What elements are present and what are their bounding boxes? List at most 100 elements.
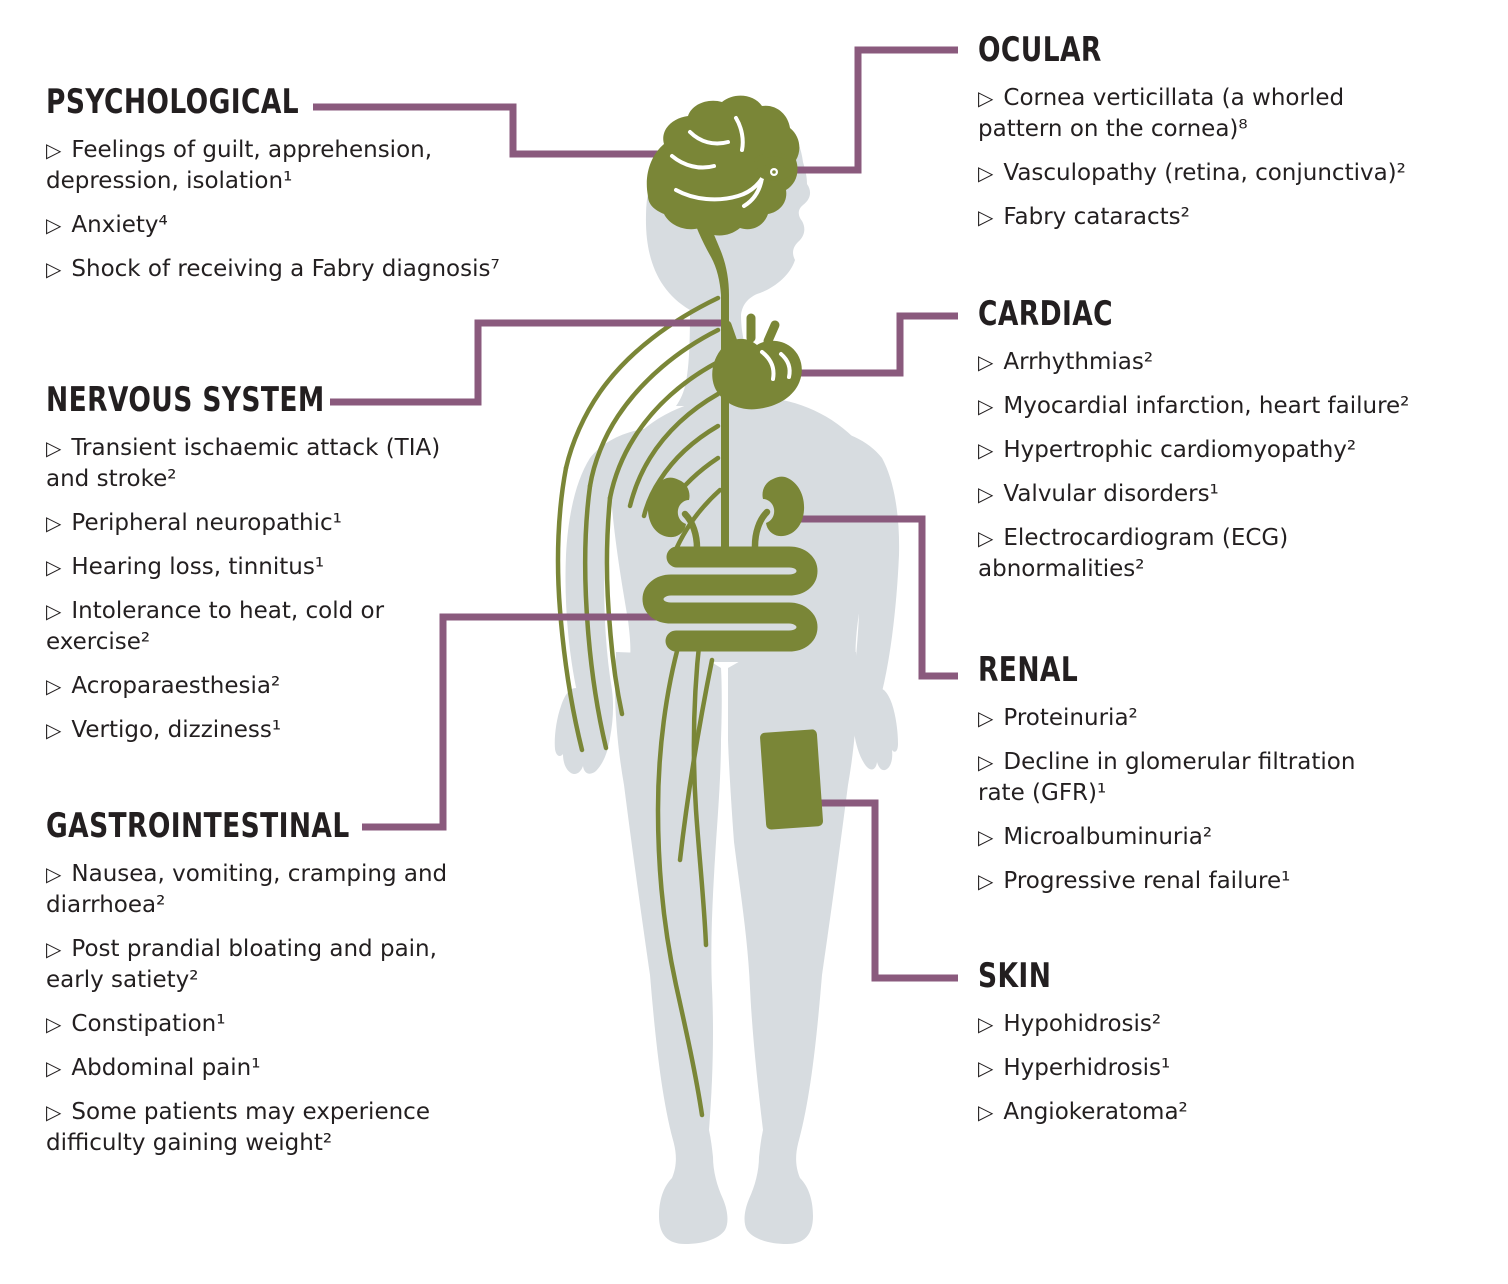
triangle-bullet-icon: ▷ [978, 86, 994, 110]
section-nervous-system: NERVOUS SYSTEM ▷Transient ischaemic atta… [46, 380, 546, 759]
right-hand-silhouette [850, 688, 898, 771]
item-text: Peripheral neuropathic¹ [71, 510, 342, 536]
triangle-bullet-icon: ▷ [978, 869, 994, 893]
renal-title: RENAL [978, 650, 1079, 690]
triangle-bullet-icon: ▷ [46, 138, 62, 162]
list-item: ▷Hypertrophic cardiomyopathy² [978, 435, 1478, 466]
list-item: ▷ Progressive renal failure¹ [978, 866, 1478, 897]
triangle-bullet-icon: ▷ [978, 1012, 994, 1036]
triangle-bullet-icon: ▷ [978, 350, 994, 374]
list-item: ▷Vertigo, dizziness¹ [46, 715, 546, 746]
item-text: Arrhythmias² [1003, 349, 1154, 375]
list-item: ▷ Shock of receiving a Fabry diagnosis⁷ [46, 254, 546, 285]
item-text: Hyperhidrosis¹ [1003, 1055, 1171, 1081]
list-item: ▷Intolerance to heat, cold or exercise² [46, 596, 546, 658]
list-item: ▷Valvular disorders¹ [978, 479, 1478, 510]
triangle-bullet-icon: ▷ [46, 674, 62, 698]
nerves-illustration [555, 295, 723, 1118]
item-text: Intolerance to heat, cold or exercise² [46, 598, 385, 655]
list-item: ▷ Fabry cataracts² [978, 202, 1478, 233]
left-leg-silhouette [614, 652, 728, 1244]
connector-gastro [362, 613, 668, 831]
connector-lines [313, 46, 958, 982]
item-text: Feelings of guilt, apprehension, depress… [46, 137, 433, 194]
connector-nervous [330, 319, 726, 406]
list-item: ▷ Proteinuria² [978, 703, 1478, 734]
item-text: Microalbuminuria² [1003, 824, 1213, 850]
triangle-bullet-icon: ▷ [46, 937, 62, 961]
triangle-bullet-icon: ▷ [46, 257, 62, 281]
nervous-system-title: NERVOUS SYSTEM [46, 380, 325, 420]
list-item: ▷ Anxiety⁴ [46, 210, 546, 241]
triangle-bullet-icon: ▷ [46, 1012, 62, 1036]
connector-cardiac [792, 312, 958, 377]
organs-illustration [642, 95, 824, 830]
psychological-title: PSYCHOLOGICAL [46, 82, 300, 122]
item-text: Cornea verticillata (a whorled pattern o… [978, 85, 1345, 142]
brain-gyri-lines [670, 116, 768, 208]
section-renal: RENAL ▷Proteinuria² ▷Decline in glomerul… [978, 650, 1478, 910]
section-gastrointestinal: GASTROINTESTINAL ▷Nausea, vomiting, cram… [46, 806, 546, 1172]
list-item: ▷Nausea, vomiting, cramping and diarrhoe… [46, 859, 546, 921]
item-text: Proteinuria² [1003, 705, 1138, 731]
list-item: ▷ Microalbuminuria² [978, 822, 1478, 853]
item-text: Electrocardiogram (ECG) abnormalities² [978, 525, 1289, 582]
skin-title: SKIN [978, 956, 1052, 996]
item-text: Angiokeratoma² [1003, 1099, 1188, 1125]
connector-ocular [795, 46, 958, 174]
item-text: Fabry cataracts² [1003, 204, 1190, 230]
connector-renal [793, 515, 958, 680]
connector-skin [780, 799, 958, 982]
triangle-bullet-icon: ▷ [46, 213, 62, 237]
section-skin: SKIN ▷Hypohidrosis² ▷ Hyperhidrosis¹ ▷ Ang… [978, 956, 1478, 1141]
list-item: ▷ Acroparaesthesia² [46, 671, 546, 702]
triangle-bullet-icon: ▷ [978, 1100, 994, 1124]
skin-patch-illustration [760, 729, 824, 830]
triangle-bullet-icon: ▷ [978, 825, 994, 849]
triangle-bullet-icon: ▷ [978, 161, 994, 185]
list-item: ▷ Hyperhidrosis¹ [978, 1053, 1478, 1084]
item-text: Hearing loss, tinnitus¹ [71, 554, 325, 580]
list-item: ▷ Myocardial infarction, heart failure² [978, 391, 1478, 422]
triangle-bullet-icon: ▷ [46, 1100, 62, 1124]
gastrointestinal-title: GASTROINTESTINAL [46, 806, 350, 846]
list-item: ▷ Hearing loss, tinnitus¹ [46, 552, 546, 583]
item-text: Shock of receiving a Fabry diagnosis⁷ [71, 256, 500, 282]
triangle-bullet-icon: ▷ [46, 555, 62, 579]
list-item: ▷Transient ischaemic attack (TIA) and st… [46, 433, 546, 495]
triangle-bullet-icon: ▷ [978, 205, 994, 229]
item-text: Acroparaesthesia² [71, 673, 281, 699]
intestines-illustration [642, 508, 818, 652]
list-item: ▷ Angiokeratoma² [978, 1097, 1478, 1128]
list-item: ▷Vasculopathy (retina, conjunctiva)² [978, 158, 1478, 189]
list-item: ▷Peripheral neuropathic¹ [46, 508, 546, 539]
triangle-bullet-icon: ▷ [978, 394, 994, 418]
section-cardiac: CARDIAC ▷Arrhythmias² ▷Myocardial infarc… [978, 294, 1478, 598]
heart-illustration [712, 313, 802, 410]
ocular-title: OCULAR [978, 30, 1102, 70]
item-text: Progressive renal failure¹ [1003, 868, 1291, 894]
item-text: Constipation¹ [71, 1011, 226, 1037]
list-item: ▷Hypohidrosis² [978, 1009, 1478, 1040]
item-text: Abdominal pain¹ [71, 1055, 261, 1081]
item-text: Post prandial bloating and pain, early s… [46, 936, 437, 993]
triangle-bullet-icon: ▷ [978, 438, 994, 462]
item-text: Decline in glomerular filtration rate (G… [978, 749, 1356, 806]
eye-illustration [754, 152, 792, 181]
triangle-bullet-icon: ▷ [978, 526, 994, 550]
list-item: ▷Some patients may experience difficulty… [46, 1097, 546, 1159]
list-item: ▷Cornea verticillata (a whorled pattern … [978, 83, 1478, 145]
list-item: ▷Post prandial bloating and pain, early … [46, 934, 546, 996]
list-item: ▷Decline in glomerular filtration rate (… [978, 747, 1478, 809]
item-text: Vertigo, dizziness¹ [71, 717, 282, 743]
item-text: Myocardial infarction, heart failure² [1003, 393, 1410, 419]
item-text: Anxiety⁴ [71, 212, 168, 238]
list-item: ▷ Arrhythmias² [978, 347, 1478, 378]
triangle-bullet-icon: ▷ [978, 1056, 994, 1080]
right-kidney-illustration [762, 476, 805, 537]
item-text: Transient ischaemic attack (TIA) and str… [46, 435, 441, 492]
triangle-bullet-icon: ▷ [978, 706, 994, 730]
left-kidney-illustration [647, 477, 690, 538]
triangle-bullet-icon: ▷ [46, 599, 62, 623]
